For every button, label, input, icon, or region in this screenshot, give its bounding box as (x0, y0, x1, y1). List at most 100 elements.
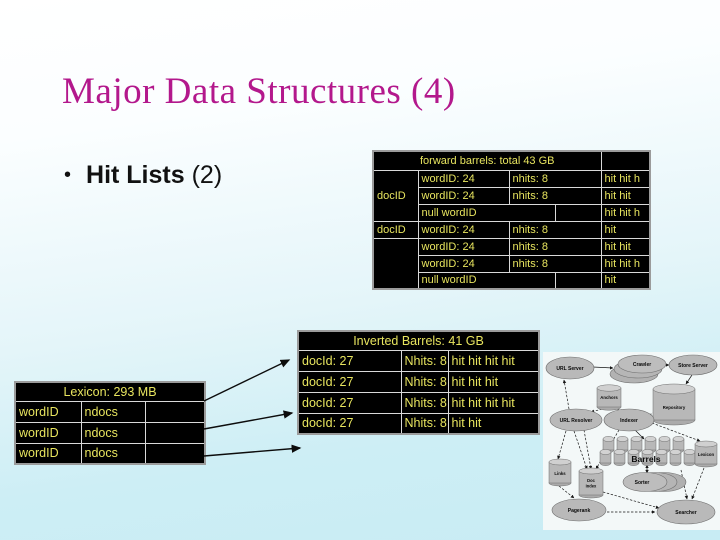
table-header-empty (600, 150, 651, 171)
table-row: forward barrels: total 43 GB (372, 150, 651, 171)
node-anchors: Anchors (596, 384, 622, 411)
cell-hits: hit (600, 271, 651, 290)
table-row: docID wordID: 24 nhits: 8 hit hit h (372, 169, 651, 222)
cell-wordid: wordID: 24 (417, 186, 510, 205)
node-label: Lexicon (698, 452, 715, 457)
cell-hits: hit hit (600, 237, 651, 256)
table-row: Lexicon: 293 MB (14, 381, 206, 402)
cell-empty (554, 271, 602, 290)
cell-docid: docId: 27 (297, 370, 402, 393)
node-links: Links (548, 458, 572, 487)
cell-nhits: Nhits: 8 (400, 412, 449, 435)
cell-ndocs: ndocs (80, 400, 146, 423)
forward-barrels-table: forward barrels: total 43 GB docID wordI… (372, 150, 652, 290)
cell-nhits: nhits: 8 (508, 186, 602, 205)
table-row: docId: 27 Nhits: 8 hit hit hit hit (297, 391, 540, 414)
cell-docid: docID (372, 169, 419, 222)
cell-docid-empty (372, 237, 419, 290)
table-row: Inverted Barrels: 41 GB (297, 330, 540, 351)
node-label: Sorter (635, 480, 650, 486)
bullet-line: • Hit Lists (2) (64, 161, 222, 190)
arrow-line (203, 444, 302, 457)
cell-wordid: wordID (14, 421, 82, 444)
cell-wordid: wordID: 24 (417, 220, 510, 239)
cell-nhits: nhits: 8 (508, 237, 602, 256)
cell-nhits: nhits: 8 (508, 220, 602, 239)
table-row: docId: 27 Nhits: 8 hit hit (297, 412, 540, 435)
cell-hits: hit hit h (600, 169, 651, 188)
cell-hits: hit hit (600, 186, 651, 205)
cell-docid: docId: 27 (297, 391, 402, 414)
cell-wordid: wordID: 24 (417, 169, 510, 188)
table-row: docId: 27 Nhits: 8 hit hit hit (297, 370, 540, 393)
table-row: wordID: 24 nhits: 8 hit hit h (373, 254, 651, 273)
cell-ndocs: ndocs (80, 442, 146, 465)
table-row: wordID ndocs (14, 400, 206, 423)
cell-empty (144, 400, 206, 423)
table-row: wordID ndocs (14, 421, 206, 444)
node-label: Barrels (631, 454, 661, 464)
table-row: wordID: 24 nhits: 8 hit hit (372, 237, 651, 290)
node-sorter: Sorter (622, 472, 687, 492)
cell-hits: hit hit h (600, 254, 651, 273)
node-url-server: URL Server (545, 356, 595, 380)
table-row: wordID ndocs (14, 442, 206, 465)
arrow-line (203, 410, 294, 430)
cell-nhits: Nhits: 8 (400, 349, 449, 372)
table-header: forward barrels: total 43 GB (372, 150, 602, 171)
node-label: Searcher (675, 510, 696, 516)
node-doc-index: Doc Index (578, 467, 604, 499)
cell-nhits: nhits: 8 (508, 169, 602, 188)
node-label: URL Server (556, 366, 583, 372)
node-url-resolver: URL Resolver (549, 408, 603, 432)
cell-wordid: wordID: 24 (417, 254, 510, 273)
node-label: Index (586, 484, 597, 489)
node-label: Crawler (633, 362, 651, 368)
cell-hits: hit hit h (600, 203, 651, 222)
node-label: Doc (587, 478, 595, 483)
cell-nhits: Nhits: 8 (400, 370, 449, 393)
arrow-line (203, 359, 291, 402)
node-store-server: Store Server (668, 354, 718, 376)
node-crawler: Crawler (609, 354, 667, 384)
architecture-diagram: URL Server Crawler Store Server Reposito… (543, 352, 720, 530)
cell-docid: docId: 27 (297, 412, 402, 435)
bullet-icon: • (64, 164, 72, 186)
cell-empty (144, 442, 206, 465)
table-header: Inverted Barrels: 41 GB (297, 330, 540, 351)
cell-ndocs: ndocs (80, 421, 146, 444)
cell-hits: hit hit hit hit (447, 391, 540, 414)
node-label: Anchors (600, 395, 618, 400)
node-repository: Repository (652, 383, 696, 426)
node-indexer: Indexer (603, 408, 655, 432)
cell-null-wordid: null wordID (417, 271, 556, 290)
lexicon-table: Lexicon: 293 MB wordID ndocs wordID ndoc… (14, 381, 206, 465)
cell-empty (144, 421, 206, 444)
cell-docid: docID (372, 220, 419, 239)
node-label: URL Resolver (560, 418, 593, 424)
cell-nhits: Nhits: 8 (400, 391, 449, 414)
table-header: Lexicon: 293 MB (14, 381, 206, 402)
table-row: docId: 27 Nhits: 8 hit hit hit hit (297, 349, 540, 372)
bullet-text-bold: Hit Lists (86, 161, 185, 189)
page-title: Major Data Structures (4) (62, 71, 456, 112)
cell-docid: docId: 27 (297, 349, 402, 372)
cell-wordid: wordID (14, 400, 82, 423)
bullet-text-suffix: (2) (184, 161, 223, 189)
cell-nhits: nhits: 8 (508, 254, 602, 273)
node-barrels: Barrels (599, 436, 696, 466)
table-row: null wordID hit (373, 271, 651, 290)
node-lexicon: Lexicon (694, 440, 718, 468)
table-row: docID wordID: 24 nhits: 8 hit (372, 220, 651, 239)
cell-wordid: wordID (14, 442, 82, 465)
cell-wordid: wordID: 24 (417, 237, 510, 256)
cell-hits: hit (600, 220, 651, 239)
node-label: Pagerank (568, 508, 591, 514)
node-pagerank: Pagerank (551, 498, 607, 522)
inverted-barrels-table: Inverted Barrels: 41 GB docId: 27 Nhits:… (297, 330, 541, 435)
node-label: Links (554, 471, 566, 476)
node-label: Repository (663, 405, 686, 410)
cell-hits: hit hit hit (447, 370, 540, 393)
cell-empty (554, 203, 602, 222)
